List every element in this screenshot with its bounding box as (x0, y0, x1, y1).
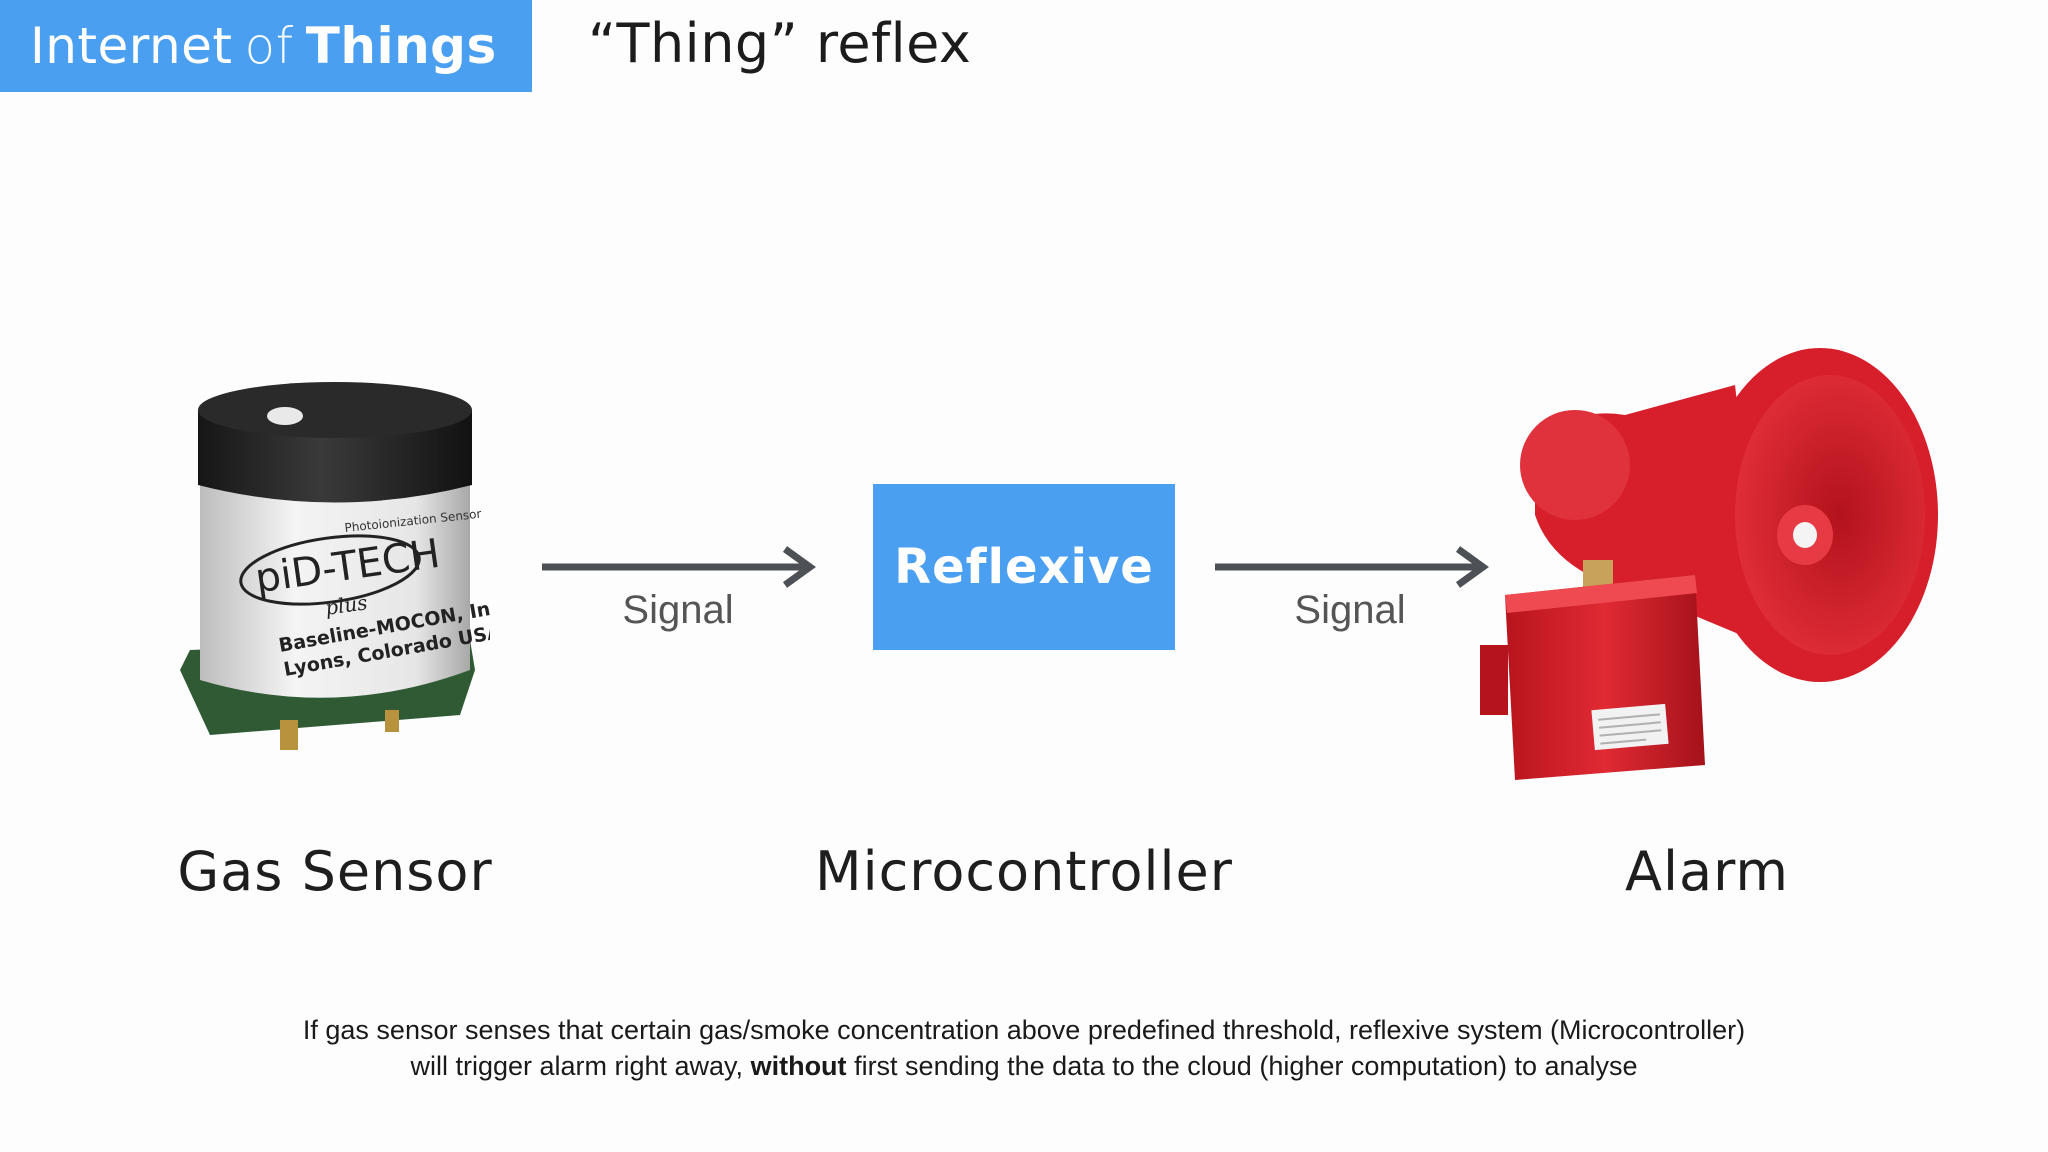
slide-title: “Thing” reflex (588, 12, 972, 75)
caption-line1: If gas sensor senses that certain gas/sm… (302, 1015, 1746, 1045)
edge-label-signal-2: Signal (1294, 588, 1406, 632)
section-tag-word1: Internet (30, 17, 233, 75)
caption-line2-end: first sending the data to the cloud (hig… (854, 1051, 1638, 1081)
reflexive-label: Reflexive (894, 539, 1154, 595)
caption: If gas sensor senses that certain gas/sm… (0, 1012, 2048, 1084)
edge-label-signal-1: Signal (622, 588, 734, 632)
arrow-controller-to-alarm (1215, 546, 1489, 588)
reflexive-box: Reflexive (873, 484, 1175, 650)
caption-line2-start: will trigger alarm right away, (410, 1051, 744, 1081)
node-label-gas-sensor: Gas Sensor (177, 840, 493, 903)
caption-emphasis: without (750, 1051, 847, 1081)
caption-line2: will trigger alarm right away, without f… (0, 1048, 2048, 1084)
section-tag: Internet of Things (0, 0, 532, 92)
node-label-microcontroller: Microcontroller (815, 840, 1233, 903)
section-tag-word3: Things (305, 17, 497, 75)
arrow-sensor-to-controller (542, 546, 816, 588)
sensor-brand-plus: plus (324, 590, 369, 620)
section-tag-word2: of (244, 17, 294, 75)
gas-sensor-icon: Photoionization Sensor piD-TECH plus Bas… (180, 382, 490, 750)
alarm-horn-icon (1480, 348, 1938, 780)
node-label-alarm: Alarm (1625, 840, 1789, 903)
